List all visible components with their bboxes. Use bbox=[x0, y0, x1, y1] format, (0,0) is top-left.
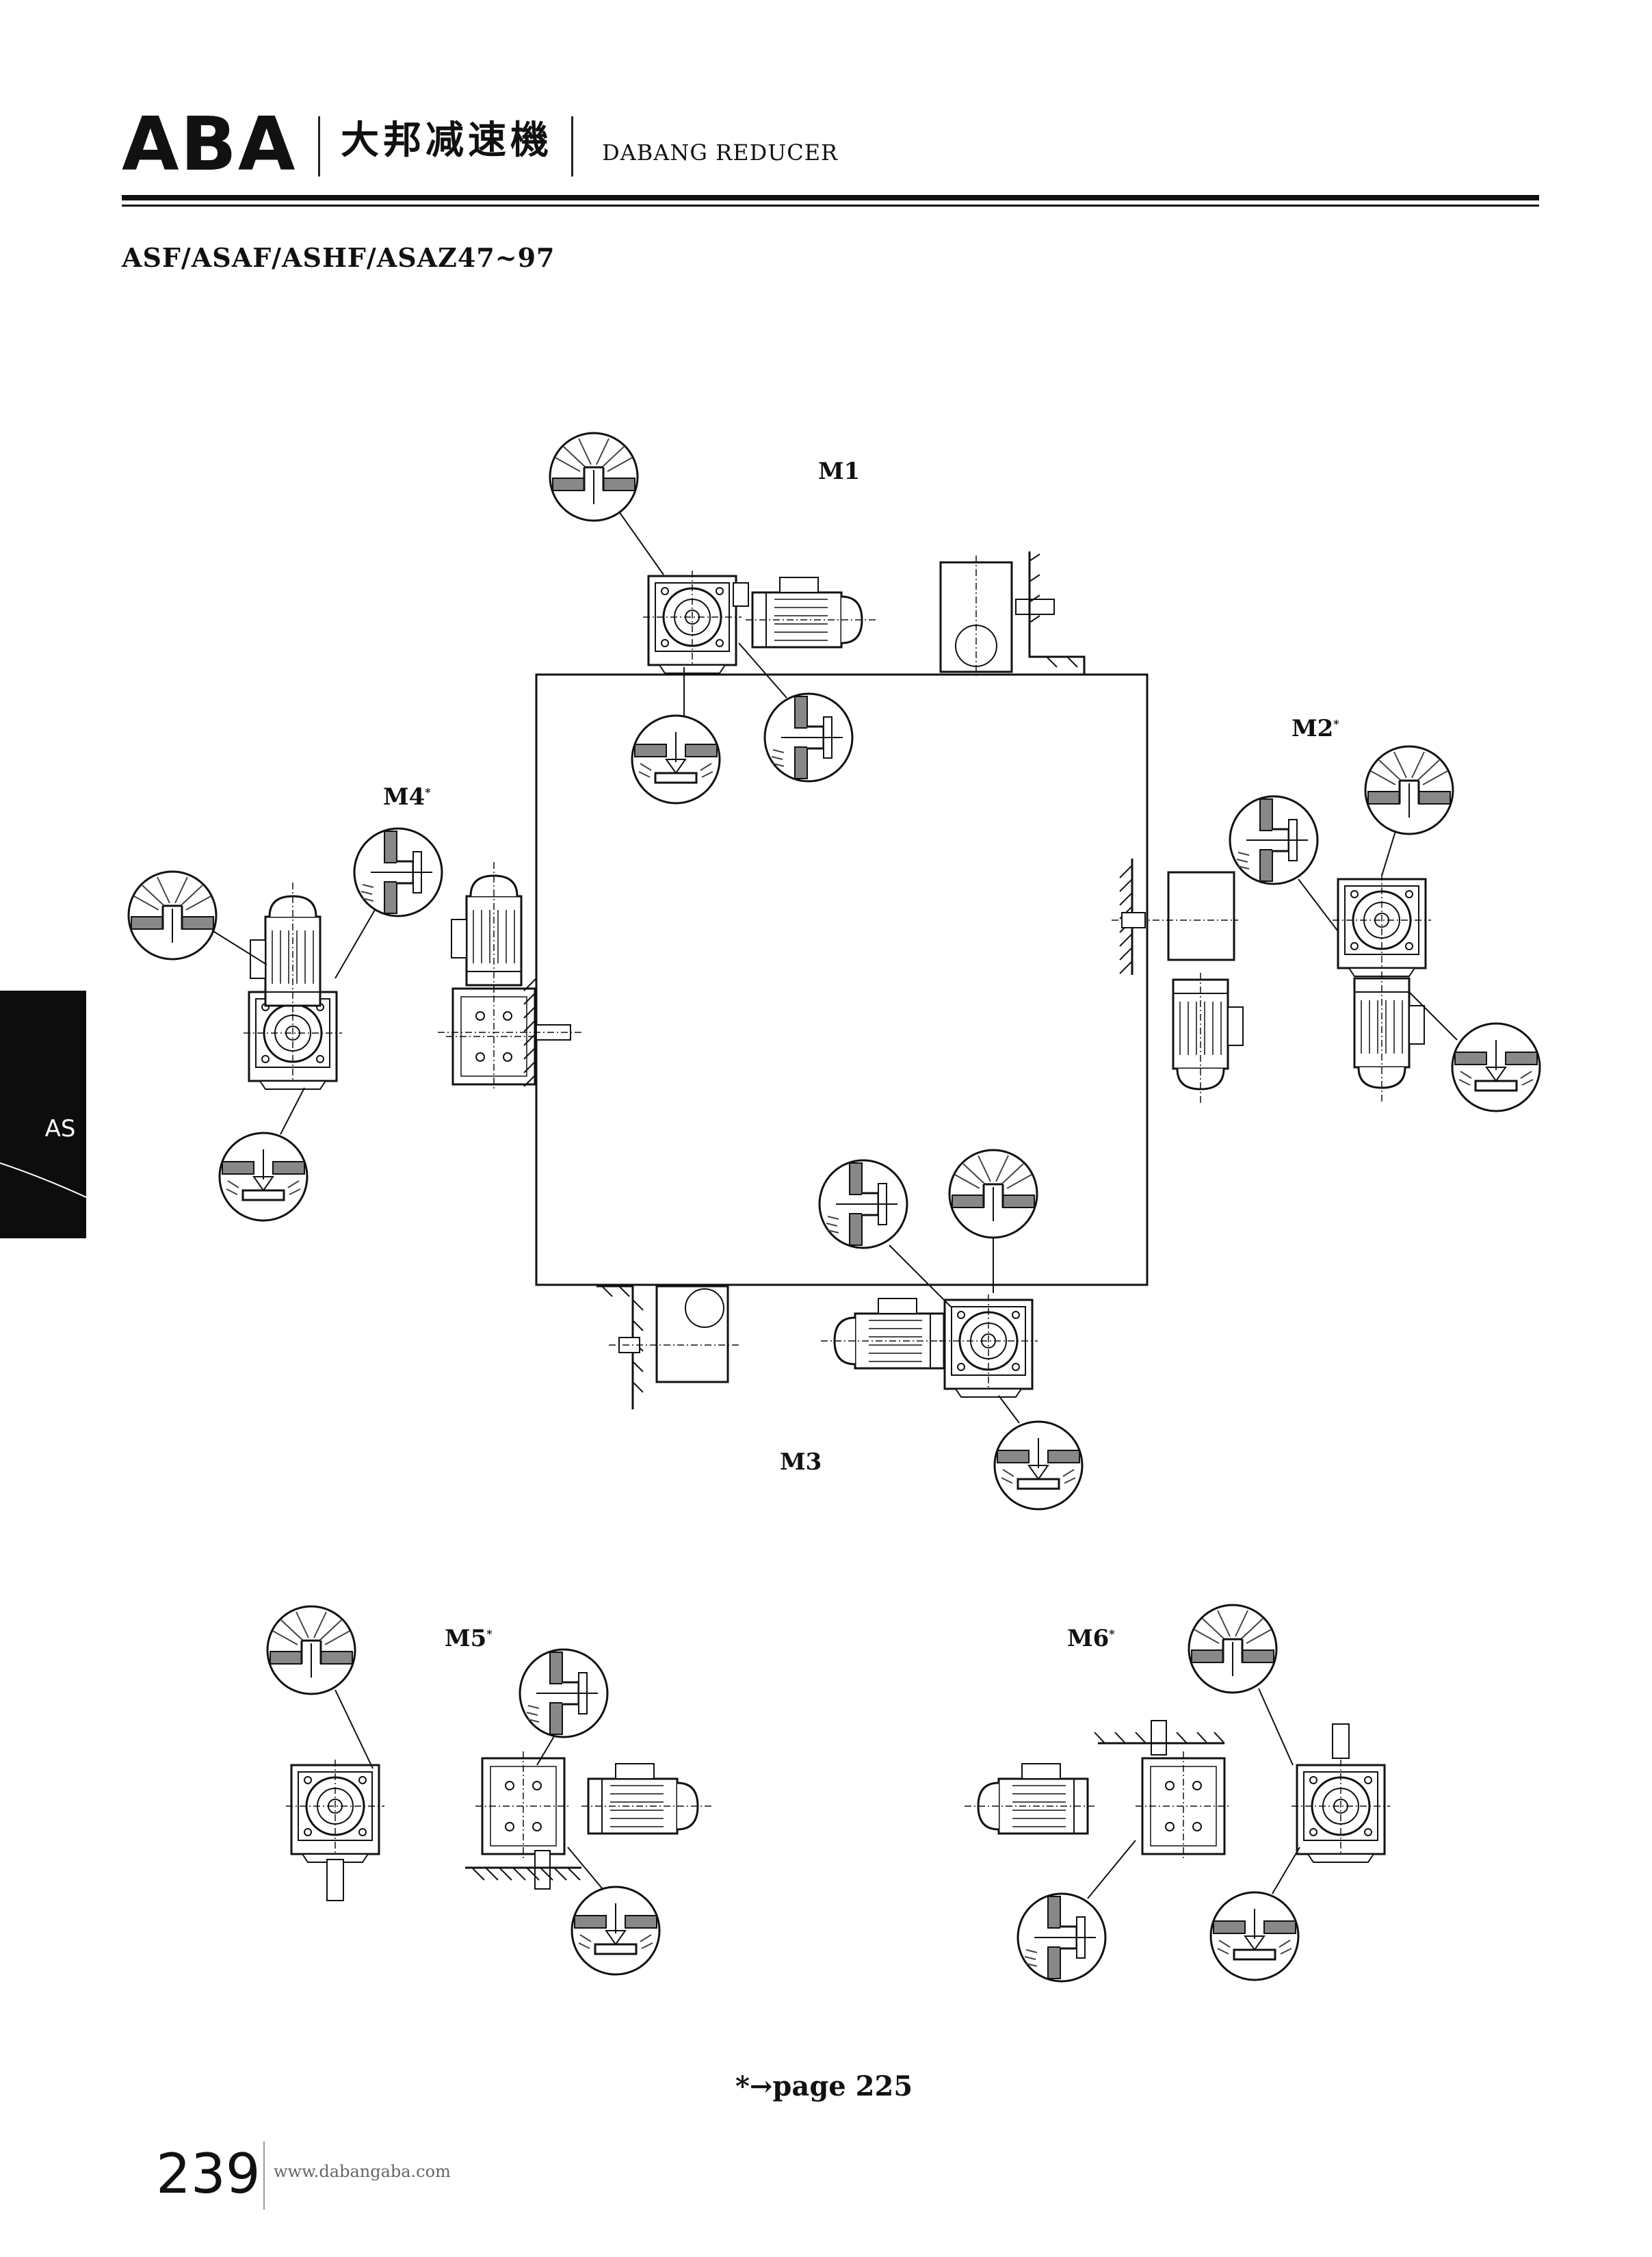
brand-name-english: DABANG REDUCER bbox=[602, 140, 839, 166]
section-tab-label: AS bbox=[44, 1115, 76, 1143]
brand-name-chinese: 大邦减速機 bbox=[341, 118, 553, 163]
position-label-m4: M4* bbox=[383, 783, 431, 811]
header-divider bbox=[318, 116, 320, 177]
position-label-m5: M5* bbox=[445, 1625, 493, 1652]
header-rule-thin bbox=[122, 205, 1539, 207]
position-label-m1: M1 bbox=[818, 458, 861, 485]
website-url: www.dabangaba.com bbox=[274, 2162, 451, 2181]
series-title: ASF/ASAF/ASHF/ASAZ47~97 bbox=[122, 242, 555, 273]
brand-logo: ABA bbox=[122, 102, 297, 187]
page-reference-note: *→page 225 bbox=[735, 2070, 913, 2102]
header-divider bbox=[571, 116, 573, 177]
position-label-m6: M6* bbox=[1067, 1625, 1115, 1652]
footer-divider bbox=[263, 2141, 265, 2210]
section-tab bbox=[0, 991, 86, 1238]
position-label-m2: M2* bbox=[1292, 715, 1339, 742]
page-number: 239 bbox=[156, 2142, 261, 2206]
position-label-m3: M3 bbox=[780, 1448, 822, 1476]
header-rule bbox=[122, 195, 1539, 200]
